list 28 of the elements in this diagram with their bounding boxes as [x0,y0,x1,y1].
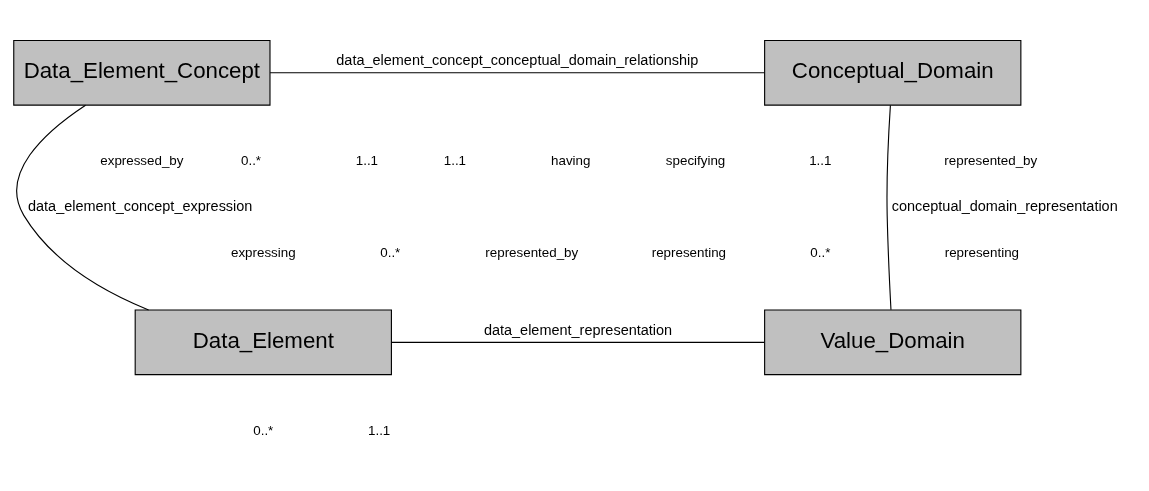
label: represented_by [485,244,579,260]
label: expressing [231,244,296,260]
node-box: Data_Element_Concept [13,39,271,106]
connector [886,104,892,310]
label: having [551,152,591,168]
label: representing [944,244,1020,260]
label: 0..* [241,152,262,168]
node-box: Data_Element [134,309,392,375]
edge-label: conceptual_domain_representation [891,197,1118,214]
connector [390,341,765,343]
connector [16,104,150,310]
node-box: Value_Domain [764,309,1022,375]
label: 0..* [380,244,401,260]
edge-label: data_element_representation [483,321,673,338]
edge-label: data_element_concept_conceptual_domain_relationship [336,51,699,68]
label: 1..1 [368,422,391,438]
edge-label: data_element_concept_expression [27,197,253,214]
label: represented_by [944,152,1038,168]
label: expressed_by [100,152,184,168]
label: specifying [665,152,726,168]
label: 1..1 [809,152,832,168]
label: 0..* [253,422,274,438]
label: 0..* [810,244,831,260]
label: 1..1 [443,152,467,168]
label: 1..1 [355,152,379,168]
node-box: Conceptual_Domain [764,39,1022,106]
label: representing [651,244,727,260]
connector [269,71,765,73]
